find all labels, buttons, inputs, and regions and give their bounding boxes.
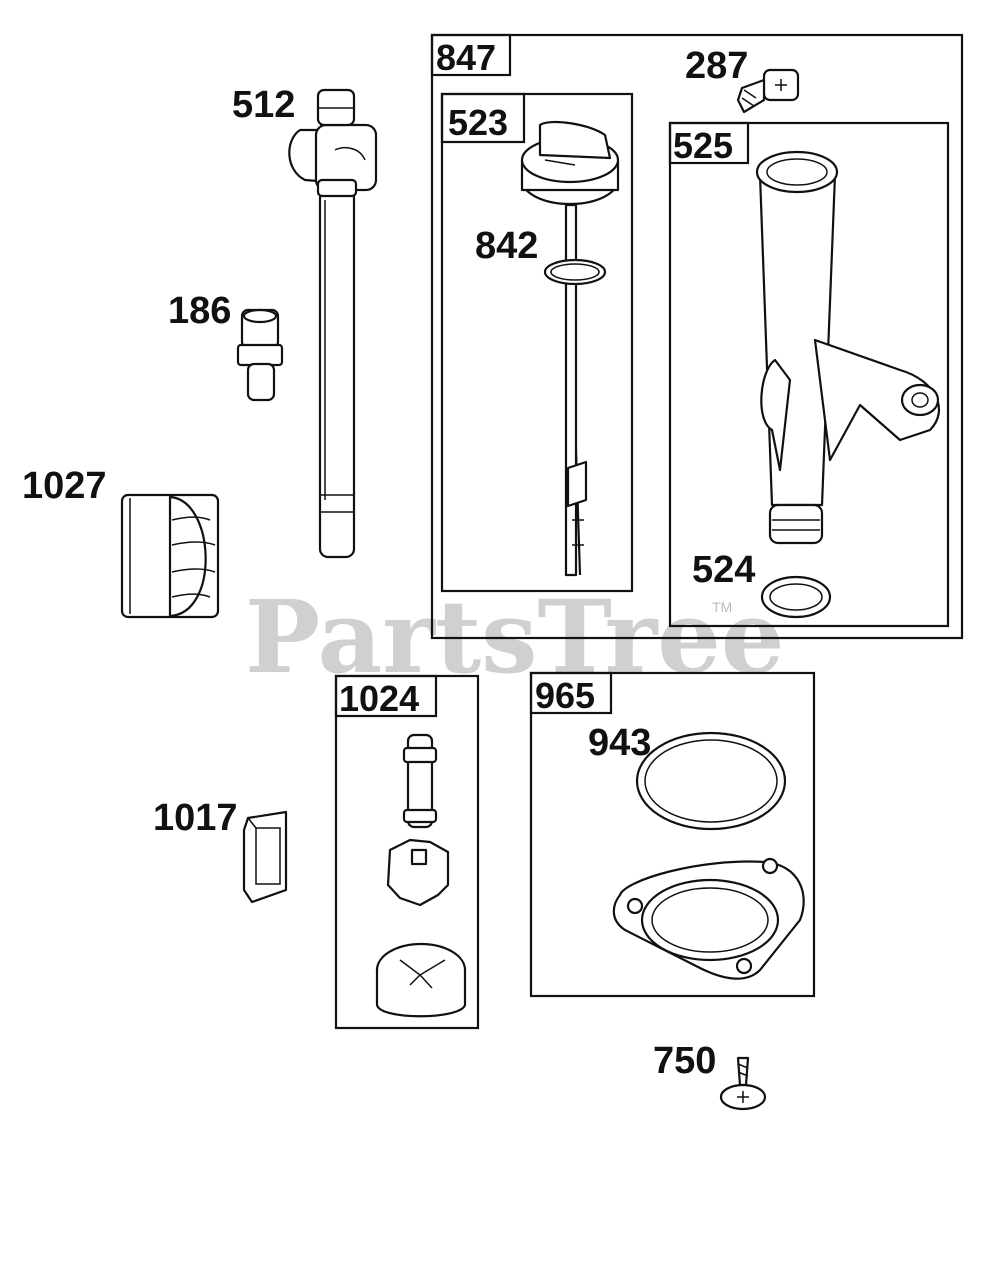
group-525-label: 525 <box>673 125 733 166</box>
part-287-screw[interactable] <box>736 68 800 114</box>
callout-1027: 1027 <box>22 465 107 507</box>
group-965[interactable]: 965 <box>529 671 816 998</box>
group-523-label: 523 <box>448 102 508 143</box>
callout-524: 524 <box>692 549 755 591</box>
part-1027-oil-filter[interactable] <box>120 493 220 619</box>
callout-943: 943 <box>588 722 651 764</box>
callout-186: 186 <box>168 290 231 332</box>
part-1017-bracket[interactable] <box>242 810 288 904</box>
group-1024[interactable]: 1024 <box>334 674 480 1030</box>
callout-287: 287 <box>685 45 748 87</box>
part-512-dipstick-tube[interactable] <box>288 88 378 559</box>
part-1024-pump[interactable] <box>375 733 467 1018</box>
group-847[interactable]: 847 <box>430 33 964 640</box>
group-847-label: 847 <box>436 37 496 78</box>
group-523[interactable]: 523 <box>440 92 634 593</box>
group-525[interactable]: 525 <box>668 121 950 628</box>
group-965-label: 965 <box>535 675 595 716</box>
watermark-trademark: TM <box>712 599 732 615</box>
part-523-dipstick[interactable] <box>520 120 620 577</box>
part-524-seal[interactable] <box>760 575 832 619</box>
part-186-fitting[interactable] <box>236 308 284 402</box>
group-1024-label: 1024 <box>339 678 419 719</box>
callout-750: 750 <box>653 1040 716 1082</box>
callout-842: 842 <box>475 225 538 267</box>
part-750-screw[interactable] <box>719 1056 767 1111</box>
callout-1017: 1017 <box>153 797 238 839</box>
callout-512: 512 <box>232 84 295 126</box>
part-842-o-ring[interactable] <box>543 258 607 286</box>
part-943-gasket[interactable] <box>635 731 787 831</box>
part-525-fill-tube[interactable] <box>755 150 941 545</box>
part-965-cover[interactable] <box>612 857 805 980</box>
